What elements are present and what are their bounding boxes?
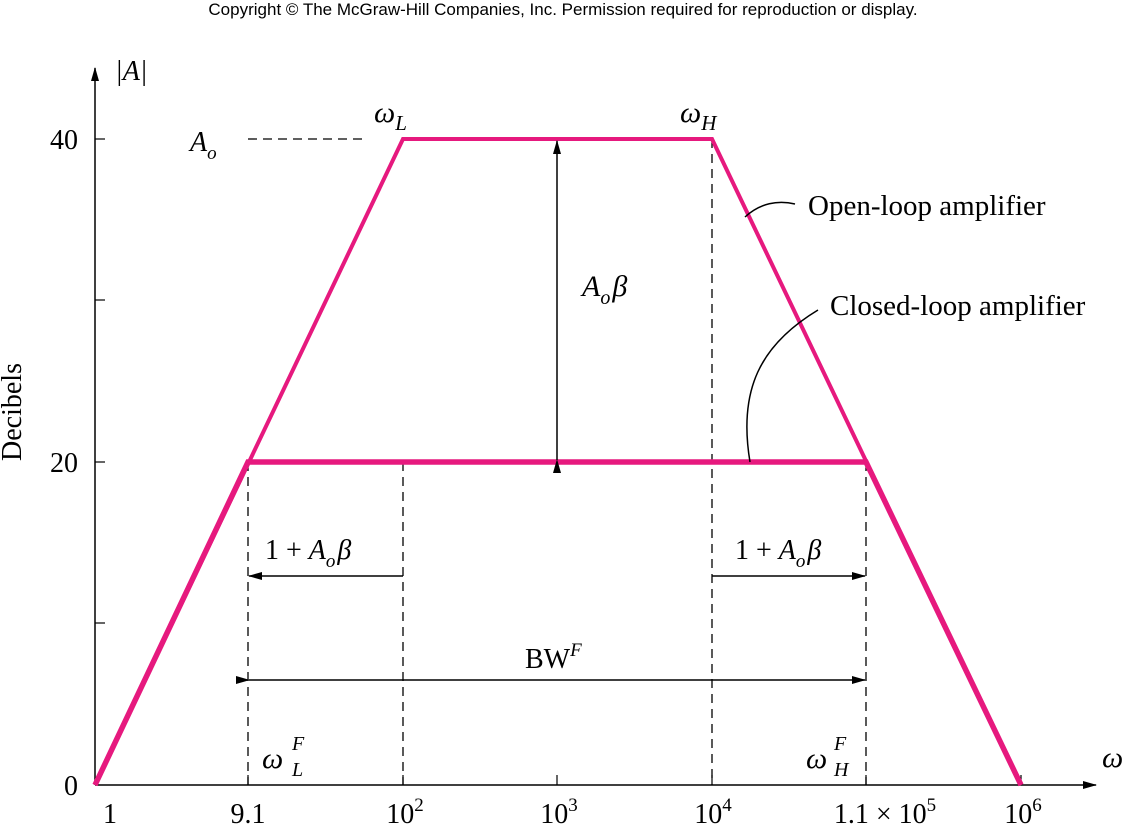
closed-loop-leader — [746, 309, 819, 463]
x-tick-label-10-3: 103 — [540, 795, 578, 827]
y-tick-label-20: 20 — [50, 448, 78, 479]
omega-h-label: ωH — [680, 96, 718, 135]
x-tick-label-10-4: 104 — [694, 795, 732, 827]
x-tick-label-9-1: 9.1 — [231, 799, 266, 827]
magnitude-label: |A| — [115, 56, 148, 87]
closed-loop-label: Closed-loop amplifier — [830, 290, 1086, 322]
ao-beta-label: Aoβ — [580, 270, 627, 309]
ao-label: Ao — [188, 127, 217, 164]
y-axis-title: Decibels — [0, 363, 28, 461]
omega-l-label: ωL — [374, 96, 407, 135]
open-loop-label: Open-loop amplifier — [808, 190, 1046, 222]
right-factor-label: 1 + Aoβ — [735, 535, 821, 572]
copyright-notice: Copyright © The McGraw-Hill Companies, I… — [208, 0, 917, 19]
bandwidth-label: BWF — [525, 640, 582, 675]
y-tick-label-40: 40 — [50, 125, 78, 156]
x-tick-label-10-2: 102 — [386, 795, 424, 827]
open-loop-leader — [744, 201, 796, 218]
y-tick-label-0: 0 — [64, 771, 78, 802]
x-axis-title: ω — [1102, 741, 1123, 774]
x-tick-label-1: 1 — [103, 799, 117, 827]
left-factor-label: 1 + Aoβ — [265, 535, 351, 572]
x-tick-label-10-6: 106 — [1004, 795, 1042, 827]
x-tick-label-1-1e5: 1.1 × 105 — [834, 795, 936, 827]
closed-loop-curve — [92, 459, 1024, 787]
axes — [91, 67, 1097, 789]
